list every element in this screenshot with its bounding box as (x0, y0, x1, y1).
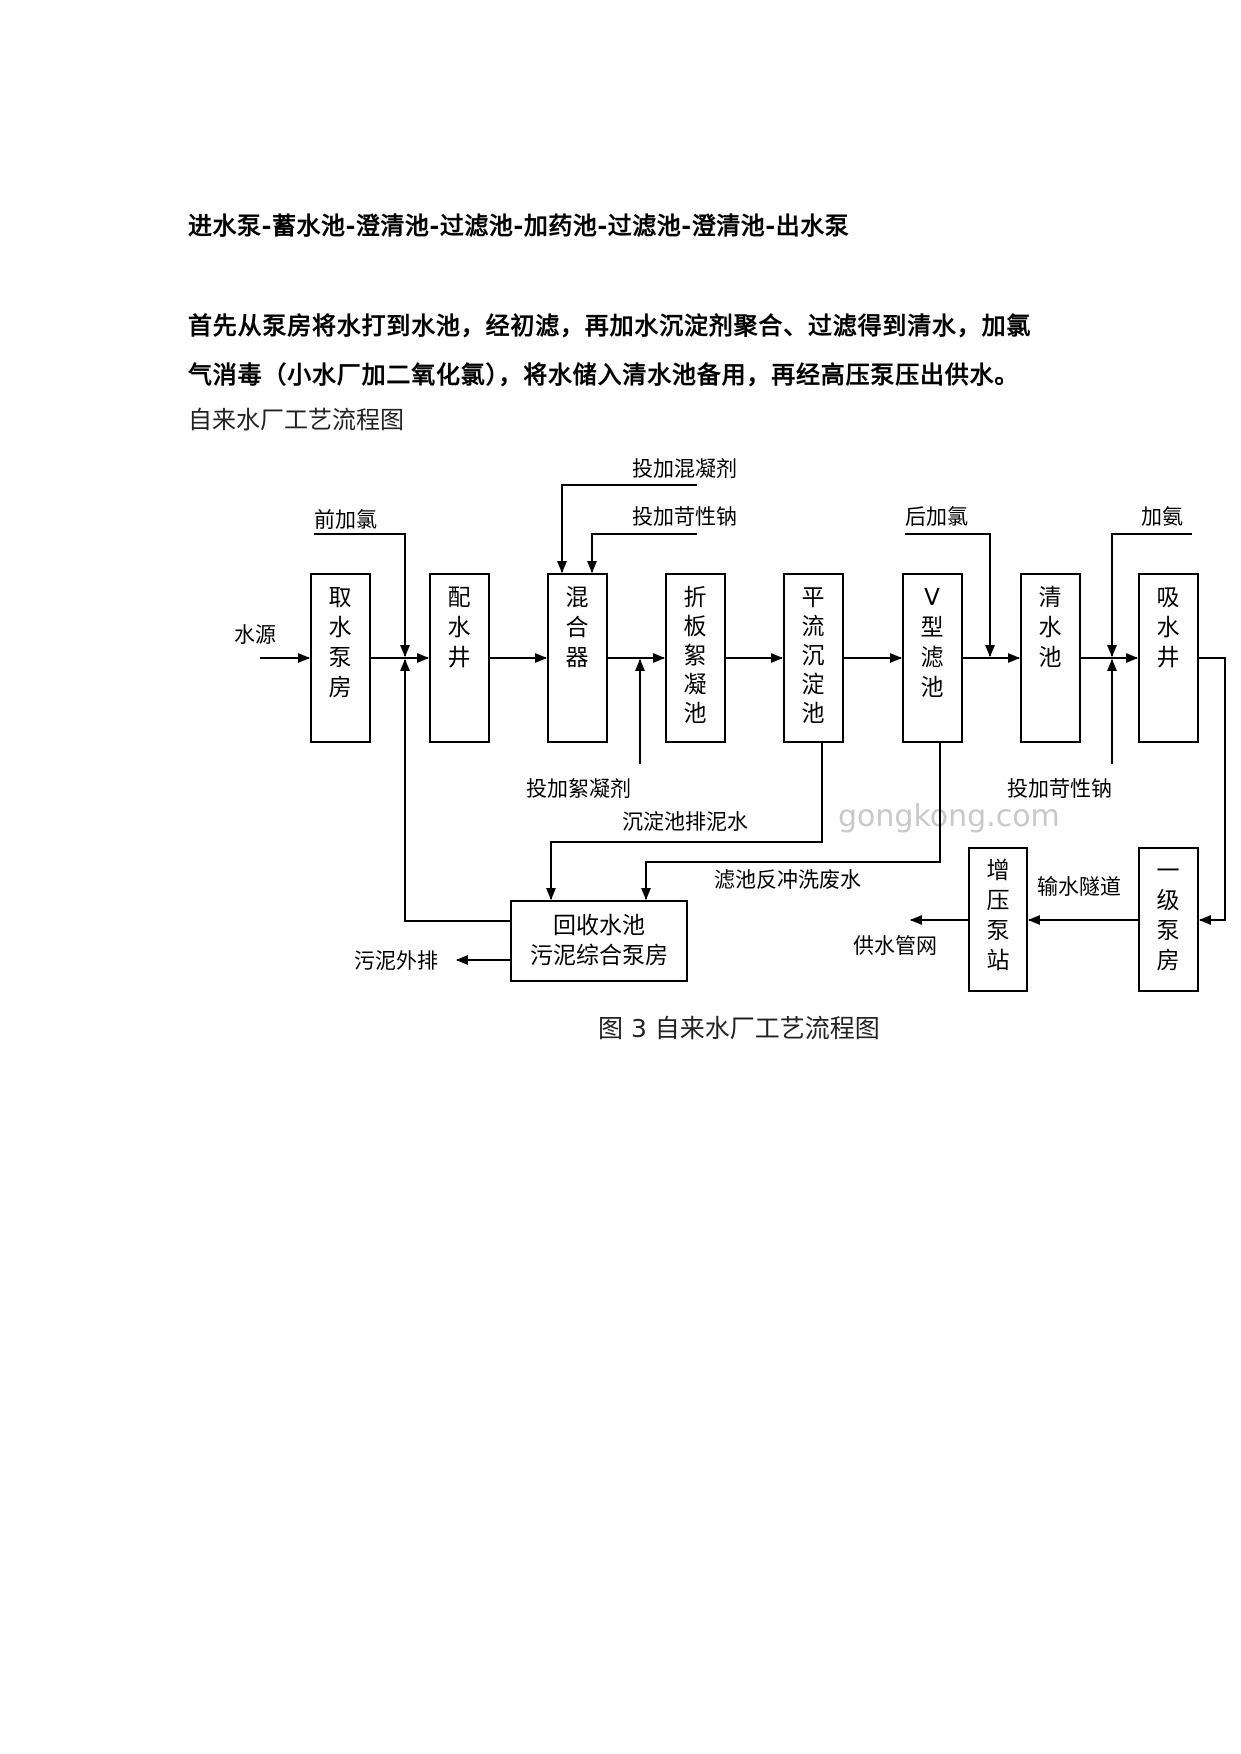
svg-text:泵: 泵 (987, 918, 1010, 944)
svg-text:清: 清 (1039, 585, 1062, 611)
output-flow-lines (910, 657, 1226, 925)
box-horizontal-sedimentation-tank: 平 流 沉 淀 池 (783, 573, 844, 743)
waste-return-lines (400, 659, 941, 965)
diagram-subtitle: 自来水厂工艺流程图 (188, 406, 404, 434)
label-water-tunnel: 输水隧道 (1037, 875, 1121, 899)
watermark-text: gongkong.com (838, 799, 1060, 834)
svg-text:合: 合 (566, 615, 589, 641)
box-recovery-pool-sludge-pump-house: 回收水池 污泥综合泵房 (510, 900, 688, 982)
box-intake-pump-house: 取 水 泵 房 (310, 573, 371, 743)
box-mixer: 混 合 器 (547, 573, 608, 743)
box-baffle-flocculation-tank: 折 板 絮 凝 池 (665, 573, 726, 743)
svg-text:器: 器 (566, 645, 589, 671)
svg-text:污泥综合泵房: 污泥综合泵房 (530, 943, 668, 969)
svg-text:板: 板 (684, 614, 707, 640)
svg-text:淀: 淀 (802, 672, 825, 698)
svg-text:回收水池: 回收水池 (553, 913, 645, 939)
svg-text:絮: 絮 (684, 643, 707, 669)
process-sequence-line: 进水泵-蓄水池-澄清池-过滤池-加药池-过滤池-澄清池-出水泵 (188, 211, 850, 240)
label-add-caustic-soda-bottom: 投加苛性钠 (1007, 777, 1112, 801)
label-add-coagulant: 投加混凝剂 (632, 457, 737, 481)
label-water-source: 水源 (234, 623, 276, 647)
label-add-caustic-soda-top: 投加苛性钠 (632, 505, 737, 529)
svg-text:池: 池 (921, 675, 944, 701)
svg-text:水: 水 (448, 615, 471, 641)
box-booster-pump-station: 增 压 泵 站 (968, 847, 1028, 992)
svg-text:井: 井 (1157, 645, 1180, 671)
label-post-chlorination: 后加氯 (905, 505, 968, 529)
svg-text:增: 增 (987, 858, 1010, 884)
svg-text:泵: 泵 (1157, 918, 1180, 944)
svg-text:房: 房 (1157, 948, 1180, 974)
box-primary-pump-house: 一 级 泵 房 (1138, 847, 1199, 992)
svg-text:压: 压 (987, 888, 1010, 914)
svg-text:级: 级 (1157, 888, 1180, 914)
svg-text:池: 池 (684, 701, 707, 727)
description-line-2: 气消毒（小水厂加二氧化氯），将水储入清水池备用，再经高压泵压出供水。 (188, 360, 1020, 389)
label-pre-chlorination: 前加氯 (314, 508, 377, 532)
svg-text:滤: 滤 (921, 645, 944, 671)
svg-text:折: 折 (684, 585, 707, 611)
label-add-ammonia: 加氨 (1141, 505, 1183, 529)
svg-text:取: 取 (329, 585, 352, 611)
svg-text:流: 流 (802, 614, 825, 640)
description-line-1: 首先从泵房将水打到水池，经初滤，再加水沉淀剂聚合、过滤得到清水，加氯 (188, 311, 1032, 340)
svg-text:V: V (924, 585, 940, 611)
svg-text:沉: 沉 (802, 643, 825, 669)
svg-text:站: 站 (987, 948, 1010, 974)
svg-text:平: 平 (802, 585, 825, 611)
svg-text:吸: 吸 (1157, 585, 1180, 611)
svg-text:水: 水 (1157, 615, 1180, 641)
dosing-arrows (314, 484, 1192, 764)
label-filter-backwash-water: 滤池反冲洗废水 (714, 868, 861, 892)
svg-text:凝: 凝 (684, 672, 707, 698)
svg-text:水: 水 (329, 615, 352, 641)
figure-caption: 图 3 自来水厂工艺流程图 (598, 1014, 880, 1043)
svg-text:泵: 泵 (329, 645, 352, 671)
svg-text:水: 水 (1039, 615, 1062, 641)
svg-text:配: 配 (448, 585, 471, 611)
box-v-filter: V 型 滤 池 (902, 573, 963, 743)
label-sedimentation-sludge-water: 沉淀池排泥水 (622, 810, 748, 834)
svg-text:混: 混 (566, 585, 589, 611)
svg-text:池: 池 (1039, 645, 1062, 671)
svg-text:井: 井 (448, 645, 471, 671)
box-distribution-well: 配 水 井 (429, 573, 490, 743)
label-sludge-discharge: 污泥外排 (354, 949, 438, 973)
box-suction-well: 吸 水 井 (1138, 573, 1199, 743)
svg-text:型: 型 (921, 615, 944, 641)
svg-text:房: 房 (329, 675, 352, 701)
svg-text:池: 池 (802, 701, 825, 727)
svg-text:一: 一 (1157, 858, 1180, 884)
box-clear-water-tank: 清 水 池 (1020, 573, 1081, 743)
label-add-flocculant: 投加絮凝剂 (526, 777, 631, 801)
label-supply-network: 供水管网 (853, 934, 937, 958)
